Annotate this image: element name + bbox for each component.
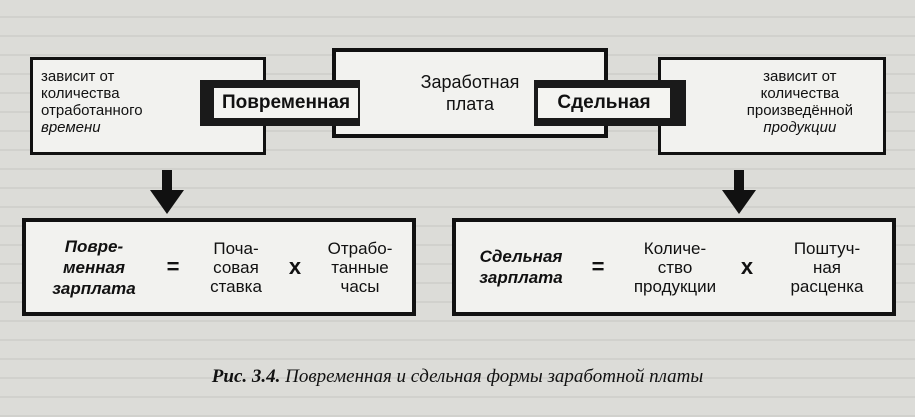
- multiply-sign: x: [740, 254, 754, 279]
- piece-wage-label: Сдельная: [538, 88, 670, 118]
- piece-note-line-4: продукции: [763, 119, 837, 136]
- figure-number: Рис. 3.4.: [211, 366, 281, 387]
- down-arrow-right-icon: [722, 170, 756, 214]
- time-wage-label: Повременная: [214, 88, 358, 118]
- equals-sign: =: [166, 254, 180, 279]
- hours-worked: Отрабо- танные часы: [327, 238, 393, 296]
- time-wage-tag: Повременная: [200, 80, 360, 126]
- time-wage-name: Повре- менная зарплата: [52, 236, 136, 298]
- figure-caption-text: Повременная и сдельная формы заработной …: [285, 366, 704, 387]
- piece-note-line-3: произведённой: [746, 102, 853, 119]
- piece-rate: Поштуч- ная расценка: [790, 238, 864, 296]
- time-wage-formula: Повре- менная зарплата = Почa- совая ста…: [22, 218, 416, 316]
- time-note-line-1: зависит от: [41, 68, 115, 85]
- figure-caption: Рис. 3.4. Повременная и сдельная формы з…: [0, 366, 915, 388]
- equals-sign: =: [591, 254, 605, 279]
- time-note-line-4: времени: [41, 119, 101, 136]
- hourly-rate: Почa- совая ставка: [210, 238, 262, 296]
- piece-note-line-1: зависит от: [763, 68, 837, 85]
- piece-wage-name: Сдельная зарплата: [479, 247, 563, 287]
- time-note-line-2: количества: [41, 85, 120, 102]
- output-quantity: Количе- ство продукции: [633, 238, 717, 296]
- piece-wage-formula: Сдельная зарплата = Количе- ство продукц…: [452, 218, 896, 316]
- piece-dependency-note: зависит от количества произведённой прод…: [658, 57, 886, 155]
- time-note-line-3: отработанного: [41, 102, 143, 119]
- down-arrow-left-icon: [150, 170, 184, 214]
- piece-note-line-2: количества: [760, 85, 840, 102]
- multiply-sign: x: [288, 254, 302, 279]
- piece-wage-tag: Сдельная: [534, 80, 686, 126]
- wage-title: Заработная плата: [420, 72, 520, 114]
